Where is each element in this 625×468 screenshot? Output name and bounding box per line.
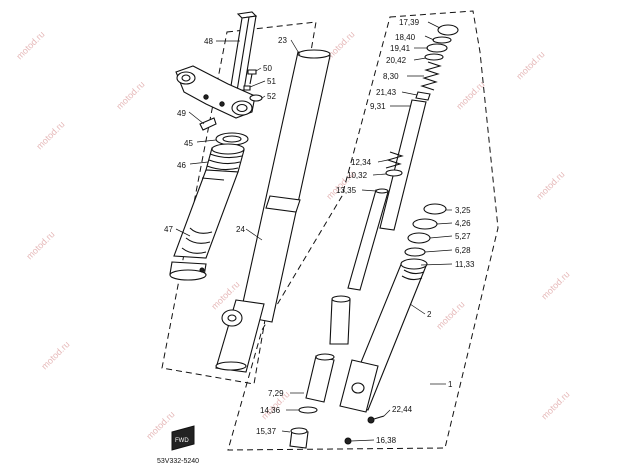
oil-lock-piece	[305, 355, 335, 403]
watermark-text: motod.ru	[539, 269, 571, 301]
callout-10-32: 10,32	[347, 171, 368, 180]
callout-2: 2	[427, 310, 432, 319]
bolt-16	[344, 437, 352, 445]
inner-tube-ring	[265, 195, 301, 213]
callout-15-37: 15,37	[256, 427, 277, 436]
callout-16-38: 16,38	[376, 436, 397, 445]
outer-tube-group-outline	[227, 10, 499, 451]
inner-tube-24	[215, 49, 331, 373]
watermark-text: motod.ru	[14, 29, 46, 61]
inner-tube-bottom	[215, 299, 265, 373]
callout-22-44: 22,44	[392, 405, 413, 414]
callout-14-36: 14,36	[260, 406, 281, 415]
callout-23: 23	[278, 36, 287, 45]
drawing-code: 53V332-5240	[157, 458, 199, 465]
dust-seal-3	[423, 203, 447, 215]
callout-13-35: 13,35	[336, 186, 357, 195]
callout-50: 50	[263, 64, 272, 73]
callout-8-30: 8,30	[383, 72, 399, 81]
callout-47: 47	[164, 225, 173, 234]
axle-holder	[339, 359, 379, 413]
callout-20-42: 20,42	[386, 56, 407, 65]
spacer-21	[415, 91, 431, 101]
fork-spring-8	[420, 61, 442, 91]
callout-51: 51	[267, 77, 276, 86]
oring-18	[432, 36, 452, 44]
callout-5-27: 5,27	[455, 232, 471, 241]
watermark-text: motod.ru	[534, 169, 566, 201]
callout-24: 24	[236, 225, 245, 234]
callout-46: 46	[177, 161, 186, 170]
gasket-14	[298, 406, 318, 414]
callout-19-41: 19,41	[390, 44, 411, 53]
callout-12-34: 12,34	[351, 158, 372, 167]
damper-rod-9	[379, 99, 427, 231]
watermark-text: motod.ru	[39, 339, 71, 371]
clip-4	[412, 218, 438, 230]
callout-17-39: 17,39	[399, 18, 420, 27]
callout-48: 48	[204, 37, 213, 46]
callout-4-26: 4,26	[455, 219, 471, 228]
front-direction-icon: FWD	[171, 425, 195, 451]
watermark-text: motod.ru	[539, 389, 571, 421]
leader-lines	[175, 21, 453, 442]
watermark-text: motod.ru	[434, 299, 466, 331]
cap-bolt-17	[437, 24, 459, 36]
rod-13	[347, 189, 389, 291]
watermark-text: motod.ru	[514, 49, 546, 81]
watermark-text: motod.ru	[24, 229, 56, 261]
callout-1: 1	[448, 380, 453, 389]
callout-6-28: 6,28	[455, 246, 471, 255]
bolt-22	[367, 416, 375, 424]
bolt-49	[199, 117, 217, 131]
callout-52: 52	[267, 92, 276, 101]
callout-labels: 48 50 51 52 49 45 46 47 23 24 17,39 18,4…	[164, 18, 475, 445]
callout-11-33: 11,33	[455, 260, 475, 269]
callout-21-43: 21,43	[376, 88, 397, 97]
bolt-50	[247, 69, 257, 75]
watermark-text: motod.ru	[454, 79, 486, 111]
bracket-clamp-left	[176, 71, 196, 85]
fork-cover-47	[173, 169, 239, 259]
watermark-text: motod.ru	[34, 119, 66, 151]
front-icon-text: FWD	[175, 438, 189, 444]
oil-seal-5	[407, 232, 431, 244]
washer-6	[404, 247, 426, 257]
watermark-text: motod.ru	[114, 79, 146, 111]
callout-45: 45	[184, 139, 193, 148]
collar-20	[424, 53, 444, 61]
callout-3-25: 3,25	[455, 206, 471, 215]
taper-spindle-7	[329, 299, 351, 345]
washer-51	[243, 85, 251, 91]
callout-9-31: 9,31	[370, 102, 386, 111]
callout-18-40: 18,40	[395, 33, 416, 42]
washer-19	[426, 43, 448, 53]
callout-49: 49	[177, 109, 186, 118]
outer-tube-2	[339, 258, 428, 445]
bracket-clamp-right	[231, 100, 253, 116]
washer-45	[215, 132, 249, 146]
ring-10	[385, 169, 403, 177]
fork-internals	[289, 24, 459, 449]
clip-52	[249, 94, 263, 102]
callout-7-29: 7,29	[268, 389, 284, 398]
